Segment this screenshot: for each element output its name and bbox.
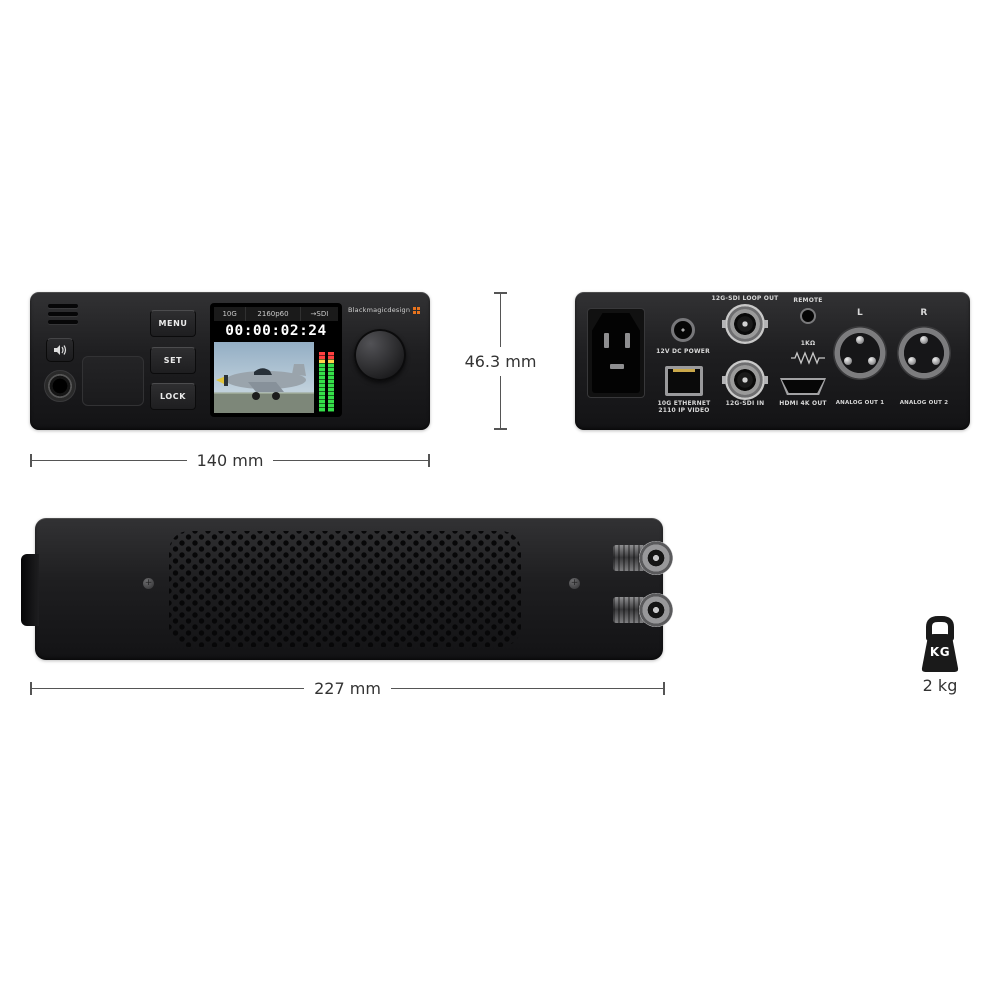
timecode-display: 00:00:02:24 [214, 321, 338, 342]
sdi-loop-out-bnc [722, 304, 768, 344]
front-width-label: 140 mm [196, 450, 264, 470]
dc-power-label: 12V DC POWER [656, 348, 710, 355]
lcd-screen: 10G 2160p60 →SDI 00:00:02:24 [210, 303, 342, 417]
dim-line [390, 687, 664, 689]
ethernet-label-line2: 2110 IP VIDEO [658, 407, 710, 414]
dim-line [500, 375, 501, 428]
weight-spec: KG 2 kg [898, 612, 982, 695]
analog-out-1-label: ANALOG OUT 1 [835, 400, 885, 406]
vent-grille [169, 531, 521, 647]
status-input-label: SDI [316, 310, 329, 318]
blackmagic-logo-dots-icon [413, 306, 421, 314]
resistor-value-label: 1KΩ [800, 340, 816, 347]
set-button: SET [150, 347, 196, 374]
analog-out-2-label: ANALOG OUT 2 [899, 400, 949, 406]
ac-inlet-recess [592, 313, 640, 393]
ethernet-port-opening [668, 369, 700, 393]
screw-icon: + [143, 578, 154, 589]
status-video-format: 2160p60 [246, 307, 301, 321]
sdi-in-bnc [722, 360, 768, 400]
xlr-left-channel-label: L [857, 308, 863, 318]
menu-button: MENU [150, 310, 196, 337]
top-view: + + [21, 518, 673, 660]
dim-line [273, 459, 429, 461]
remote-connector [800, 308, 816, 324]
control-knob [354, 329, 406, 381]
dim-line [500, 294, 501, 347]
dim-tick [663, 681, 666, 695]
ethernet-port [665, 366, 703, 396]
kettlebell-icon [921, 616, 959, 672]
video-preview-thumbnail [214, 342, 314, 413]
depth-dimension: 227 mm [30, 678, 666, 698]
dim-line [32, 687, 305, 689]
sdi-loop-out-label: 12G-SDI LOOP OUT [711, 295, 779, 302]
hdmi-opening [782, 380, 824, 393]
screen-content [214, 342, 338, 413]
front-width-dimension: 140 mm [30, 450, 431, 470]
hdmi-port [780, 378, 826, 395]
bnc-end-cap [639, 593, 673, 627]
sdi-in-label: 12G-SDI IN [725, 400, 765, 407]
ac-power-inlet [587, 308, 645, 398]
status-input: →SDI [301, 307, 338, 321]
speaker-icon [54, 345, 67, 355]
xlr-right-channel-label: R [920, 308, 928, 318]
brand-logo: Blackmagicdesign [348, 306, 421, 314]
airplane-image [214, 364, 314, 413]
speaker-grille [48, 304, 78, 328]
kg-unit-label: KG [929, 645, 951, 659]
dim-tick [30, 681, 32, 695]
dim-tick [30, 453, 32, 467]
bnc-end-cap [639, 541, 673, 575]
front-knob-protrusion [21, 554, 39, 626]
brand-logo-text: Blackmagicdesign [348, 306, 411, 314]
ethernet-label: 10G ETHERNET 2110 IP VIDEO [645, 400, 723, 414]
xlr-analog-out-1 [833, 326, 887, 380]
remote-label: REMOTE [793, 297, 823, 304]
audio-meter-right [327, 352, 334, 412]
depth-label: 227 mm [314, 678, 381, 698]
dim-tick [494, 428, 507, 430]
front-view: MENU SET LOCK 10G 2160p60 →SDI 00:00:02:… [30, 292, 430, 430]
dim-line [32, 459, 187, 461]
lock-button: LOCK [150, 383, 196, 410]
dc-power-connector [671, 318, 695, 342]
resistor-symbol-icon [791, 351, 825, 365]
top-bnc-connector-2 [613, 592, 673, 628]
xlr-analog-out-2 [897, 326, 951, 380]
port-cover [82, 356, 144, 406]
audio-meter-left [318, 352, 325, 412]
ethernet-label-line1: 10G ETHERNET [657, 400, 711, 407]
sdi-input-icon: → [310, 310, 317, 318]
dim-tick [428, 453, 431, 467]
weight-value: 2 kg [922, 676, 958, 695]
kg-weight-icon: KG [898, 612, 982, 672]
dim-tick [494, 292, 507, 294]
headphone-jack [44, 370, 76, 402]
screen-status-bar: 10G 2160p60 →SDI [214, 307, 338, 321]
rear-height-label: 46.3 mm [464, 351, 537, 371]
screw-icon: + [569, 578, 580, 589]
top-bnc-connector-1 [613, 540, 673, 576]
rear-height-dimension: 46.3 mm [465, 292, 536, 430]
rear-view: 12V DC POWER 10G ETHERNET 2110 IP VIDEO … [575, 292, 970, 430]
audio-meters [314, 342, 338, 413]
speaker-button [46, 338, 74, 362]
status-link-speed: 10G [214, 307, 247, 321]
hdmi-label: HDMI 4K OUT [779, 400, 827, 407]
